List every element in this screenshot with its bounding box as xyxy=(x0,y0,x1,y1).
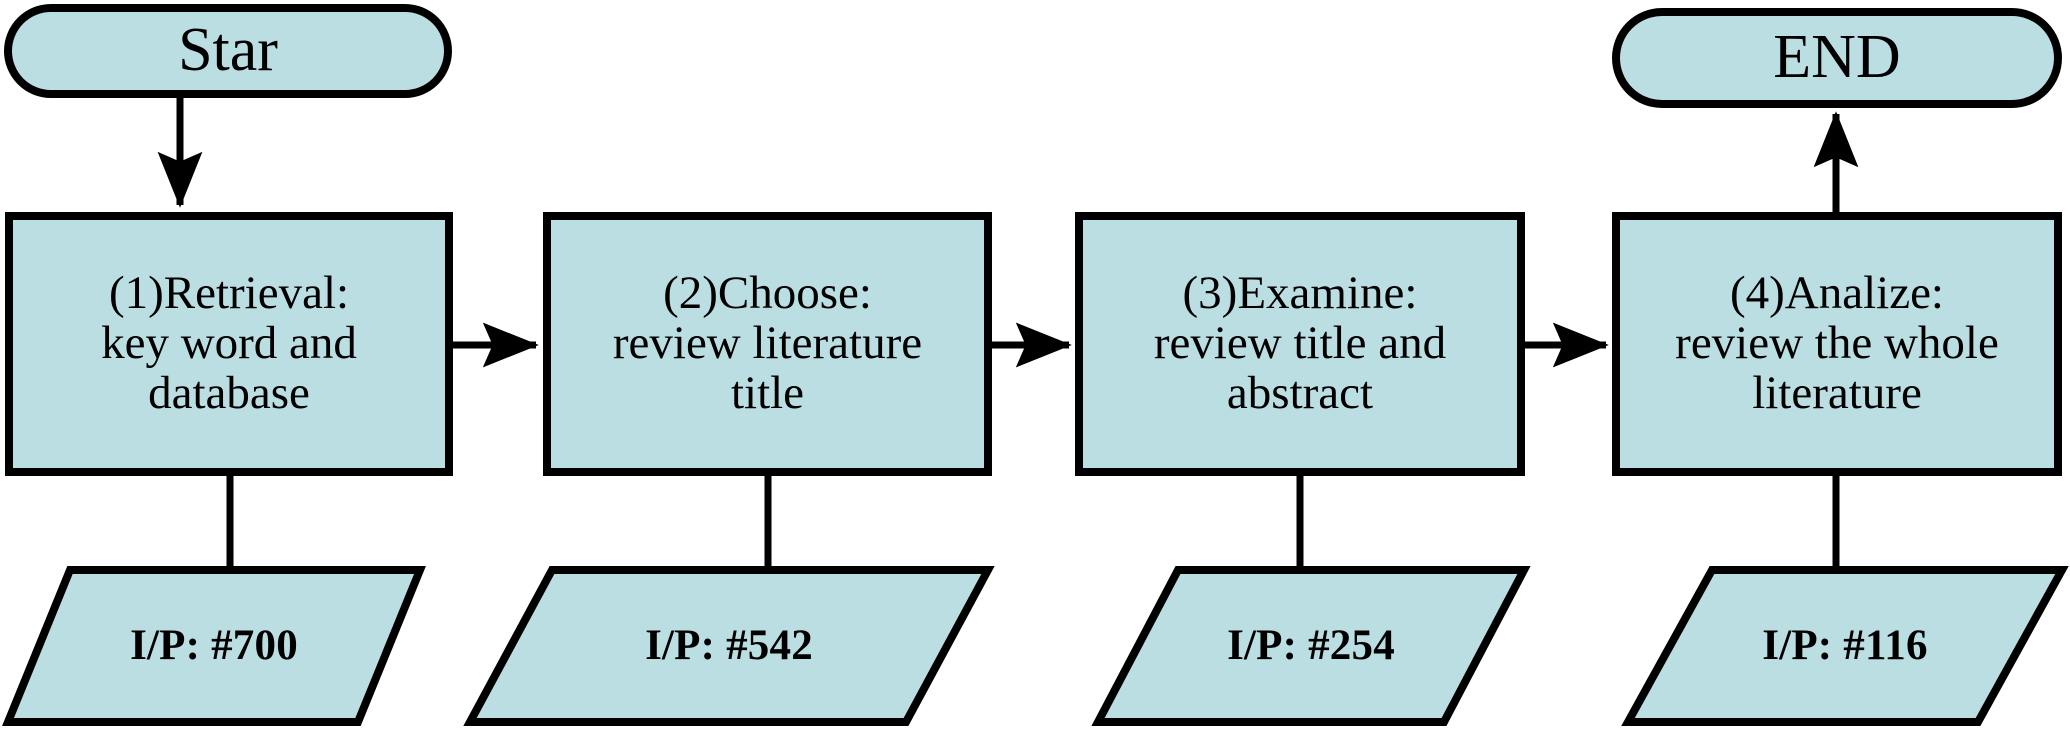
process-box-3-shape[interactable] xyxy=(1075,212,1525,476)
process-box-1-shape[interactable] xyxy=(5,212,453,476)
io-parallelogram-2-shape[interactable] xyxy=(463,566,995,726)
terminator-start-shape[interactable] xyxy=(4,4,452,98)
terminator-end-shape[interactable] xyxy=(1612,8,2062,108)
process-box-2-shape[interactable] xyxy=(543,212,992,476)
process-box-4-shape[interactable] xyxy=(1612,212,2062,476)
io-parallelogram-4-shape[interactable] xyxy=(1621,566,2069,726)
io-parallelogram-1-shape[interactable] xyxy=(2,566,426,726)
io-parallelogram-3-shape[interactable] xyxy=(1091,566,1531,726)
